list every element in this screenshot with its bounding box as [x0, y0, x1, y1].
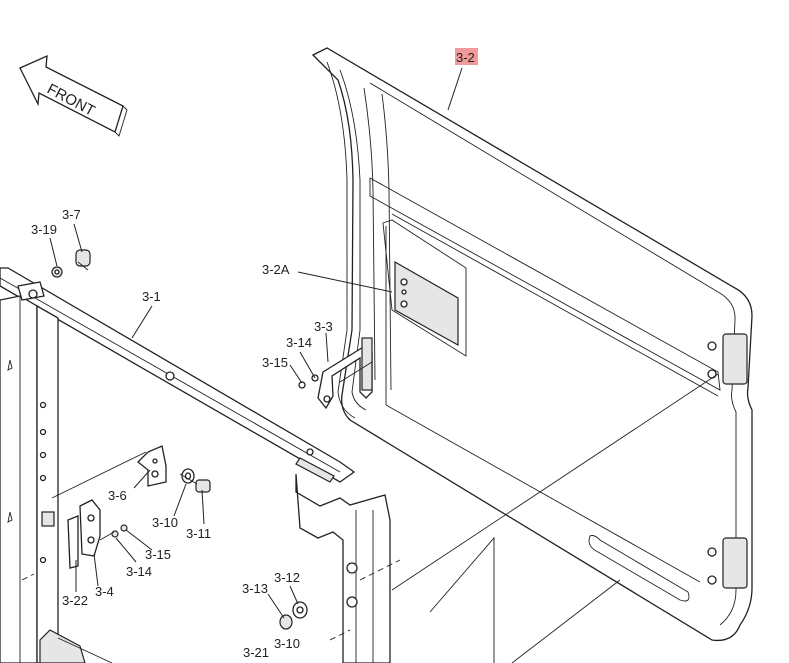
bracket-3-3	[298, 337, 373, 410]
callout-3-19: 3-19	[31, 222, 57, 237]
callout-3-21: 3-21	[243, 645, 269, 660]
front-arrow-icon: FRONT	[19, 54, 128, 137]
screw-3-7-icon	[75, 249, 91, 271]
leader-lines	[49, 67, 463, 619]
callout-3-2A: 3-2A	[262, 262, 290, 277]
callout-3-7: 3-7	[62, 207, 81, 222]
frame-3-1	[0, 267, 401, 663]
nut-3-13-icon	[279, 614, 293, 630]
inner-panel	[429, 536, 621, 663]
callout-3-22: 3-22	[62, 593, 88, 608]
callout-3-12: 3-12	[274, 570, 300, 585]
callout-3-14-lower: 3-14	[126, 564, 152, 579]
callout-3-13: 3-13	[242, 581, 268, 596]
callout-3-4: 3-4	[95, 584, 114, 599]
washer-3-10-icon	[181, 468, 195, 484]
door-panel-3-2	[311, 47, 753, 642]
callout-3-15: 3-15	[262, 355, 288, 370]
highlight-3-2	[455, 48, 478, 65]
screw-3-11-icon	[179, 473, 211, 493]
bracket-3-6	[137, 445, 167, 487]
callout-3-14: 3-14	[286, 335, 312, 350]
screw-3-15-icon	[99, 524, 128, 541]
callout-3-6: 3-6	[108, 488, 127, 503]
callout-3-15-lower: 3-15	[145, 547, 171, 562]
callout-3-10: 3-10	[152, 515, 178, 530]
callout-3-1: 3-1	[142, 289, 161, 304]
washer-3-12-icon	[292, 601, 308, 619]
callout-3-10-lower: 3-10	[274, 636, 300, 651]
nut-3-19-icon	[51, 266, 63, 278]
callout-3-2: 3-2	[456, 50, 475, 65]
callout-3-3: 3-3	[314, 319, 333, 334]
bracket-3-4	[67, 499, 101, 569]
callout-3-11: 3-11	[186, 526, 211, 541]
